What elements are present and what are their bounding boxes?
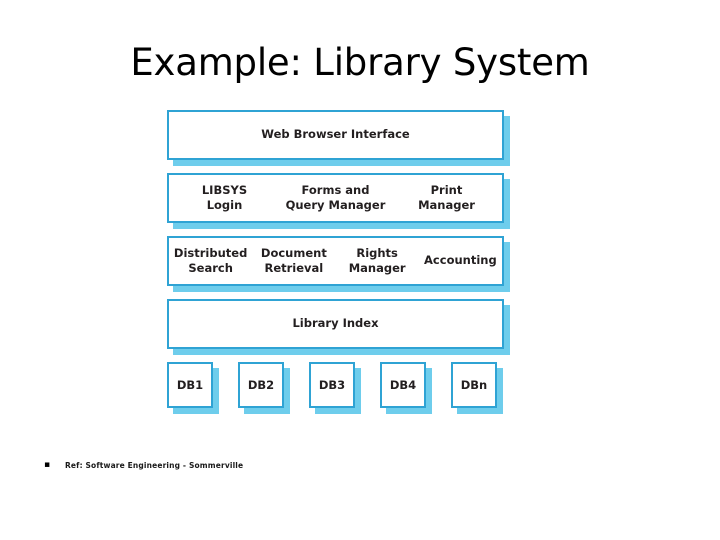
database-box-db3: DB3	[309, 362, 355, 408]
database-box-dbn: DBn	[451, 362, 497, 408]
page-title: Example: Library System	[130, 41, 590, 84]
layer-cell-library-index: Library Index	[169, 316, 502, 331]
diagram-layer-application-services: LIBSYS Login Forms and Query Manager Pri…	[167, 173, 504, 223]
layer-cell-line: Retrieval	[264, 261, 324, 275]
layer-cell-line: Forms and	[301, 182, 370, 197]
diagram-database-row: DB1 DB2 DB3 DB4 DBn	[167, 362, 511, 414]
layer-cell-line: Search	[188, 261, 233, 275]
layer-cell-print-manager: Print Manager	[391, 183, 502, 213]
bullet-icon: ▪	[44, 460, 51, 470]
layer-cell-line: Document	[260, 245, 327, 260]
footer-reference: ▪ Ref: Software Engineering - Sommervill…	[40, 459, 660, 472]
layer-cell-line: Rights	[356, 245, 398, 260]
layer-cell-line: LIBSYS	[201, 182, 248, 197]
layer-cell-distributed-search: Distributed Search	[169, 246, 252, 276]
layer-cell-line: Library Index	[292, 316, 379, 331]
layer-cell-web-browser-interface: Web Browser Interface	[169, 127, 502, 142]
layer-cell-line: Accounting	[424, 253, 497, 268]
layer-cell-line: Distributed	[173, 245, 248, 260]
layer-cell-line: Manager	[348, 261, 406, 275]
layer-cell-line: Web Browser Interface	[261, 127, 410, 142]
layer-cell-libsys-login: LIBSYS Login	[169, 183, 280, 213]
library-system-diagram: Web Browser Interface LIBSYS Login Forms…	[167, 110, 511, 422]
database-box-db2: DB2	[238, 362, 284, 408]
database-box-db4: DB4	[380, 362, 426, 408]
layer-cell-forms-and-query-manager: Forms and Query Manager	[280, 183, 391, 213]
diagram-layer-web-browser-interface: Web Browser Interface	[167, 110, 504, 160]
layer-cell-line: Print	[430, 182, 463, 197]
database-box-db1: DB1	[167, 362, 213, 408]
layer-cell-line: Query Manager	[285, 198, 386, 212]
diagram-layer-library-index: Library Index	[167, 299, 504, 349]
layer-cell-line: Login	[206, 198, 243, 212]
diagram-layer-support-services: Distributed Search Document Retrieval Ri…	[167, 236, 504, 286]
footer-reference-text: Ref: Software Engineering - Sommerville	[65, 461, 244, 470]
layer-cell-rights-manager: Rights Manager	[336, 246, 419, 276]
layer-cell-document-retrieval: Document Retrieval	[252, 246, 335, 276]
layer-cell-line: Manager	[418, 198, 475, 212]
layer-cell-accounting: Accounting	[419, 253, 502, 268]
